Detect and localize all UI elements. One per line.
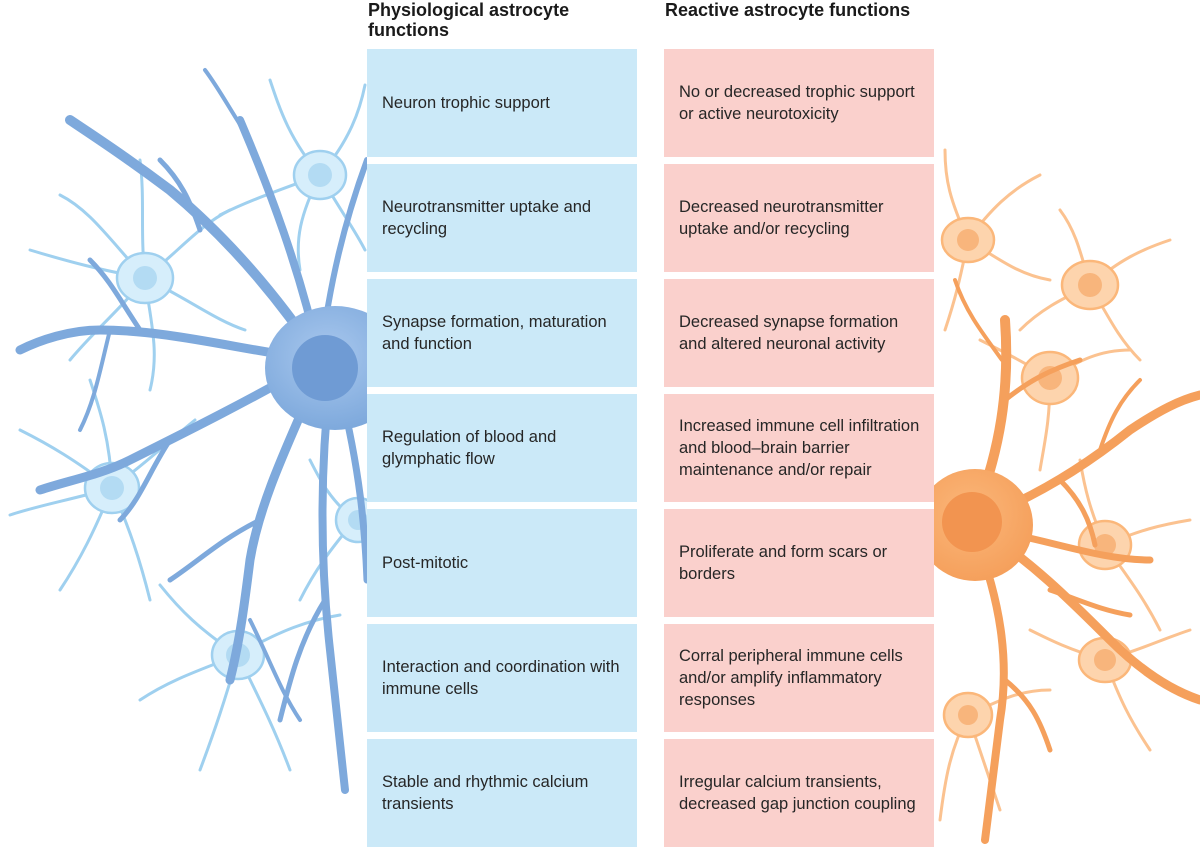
physiological-box-text: Stable and rhythmic calcium transients xyxy=(382,773,589,813)
reactive-box-text: Irregular calcium transients, decreased … xyxy=(679,773,916,813)
reactive-box: Corral peripheral immune cells and/or am… xyxy=(664,624,934,732)
reactive-box-text: Corral peripheral immune cells and/or am… xyxy=(679,647,903,709)
reactive-box: Decreased synapse formation and altered … xyxy=(664,279,934,387)
reactive-box-text: Decreased synapse formation and altered … xyxy=(679,313,899,353)
reactive-box: Decreased neurotransmitter uptake and/or… xyxy=(664,164,934,272)
reactive-box-text: No or decreased trophic support or activ… xyxy=(679,83,915,123)
reactive-astrocytes xyxy=(934,148,1200,844)
physiological-box: Neurotransmitter uptake and recycling xyxy=(367,164,637,272)
physiological-box-text: Post-mitotic xyxy=(382,554,469,572)
physiological-box-text: Neurotransmitter uptake and recycling xyxy=(382,198,592,238)
physiological-header: Physiological astrocyte functions xyxy=(368,0,570,40)
physiological-box-text: Synapse formation, maturation and functi… xyxy=(382,313,607,353)
physiological-box: Post-mitotic xyxy=(367,509,637,617)
physiological-box-text: Neuron trophic support xyxy=(382,94,550,112)
reactive-box-text: Increased immune cell infiltration and b… xyxy=(679,417,920,479)
reactive-box: Increased immune cell infiltration and b… xyxy=(664,394,934,502)
physiological-box-text: Regulation of blood and glymphatic flow xyxy=(382,428,557,468)
orange-astrocyte-nucleus xyxy=(942,492,1002,552)
physiological-box: Regulation of blood and glymphatic flow xyxy=(367,394,637,502)
reactive-box-text: Decreased neurotransmitter uptake and/or… xyxy=(679,198,884,238)
reactive-box: No or decreased trophic support or activ… xyxy=(664,49,934,157)
reactive-box: Proliferate and form scars or borders xyxy=(664,509,934,617)
physiological-box-text: Interaction and coordination with immune… xyxy=(382,658,620,698)
physiological-box: Neuron trophic support xyxy=(367,49,637,157)
physiological-box: Interaction and coordination with immune… xyxy=(367,624,637,732)
physiological-box: Synapse formation, maturation and functi… xyxy=(367,279,637,387)
blue-astrocyte-nucleus xyxy=(292,335,358,401)
light-orange-astrocyte-nuclei xyxy=(957,229,1116,725)
physiological-astrocytes xyxy=(8,68,367,794)
physiological-box: Stable and rhythmic calcium transients xyxy=(367,739,637,847)
reactive-header: Reactive astrocyte functions xyxy=(665,0,911,20)
reactive-box: Irregular calcium transients, decreased … xyxy=(664,739,934,847)
reactive-box-text: Proliferate and form scars or borders xyxy=(679,543,888,583)
